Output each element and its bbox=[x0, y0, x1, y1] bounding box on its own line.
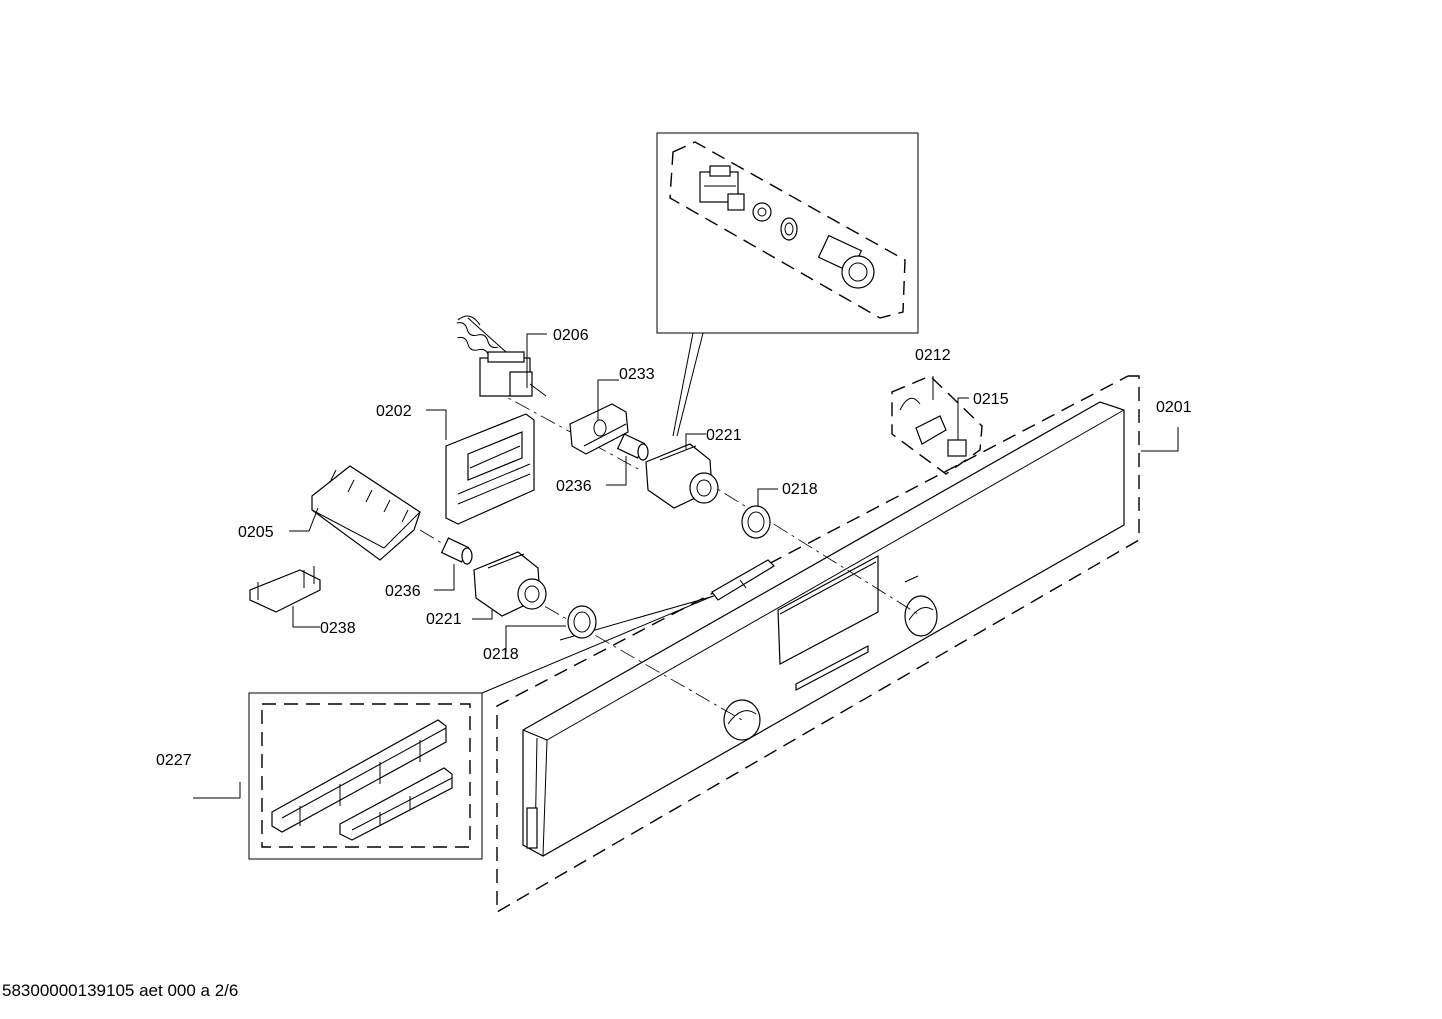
holder-part bbox=[569, 403, 629, 455]
detail-inset-touch-strip bbox=[248, 595, 714, 860]
part-labels: 0206 0233 0202 0221 0236 0218 0205 0236 … bbox=[156, 327, 1192, 769]
label-0238: 0238 bbox=[320, 620, 356, 637]
ring-lower bbox=[567, 605, 597, 639]
lamp-holder-upper bbox=[616, 433, 649, 461]
label-0201: 0201 bbox=[1156, 399, 1192, 416]
label-0233: 0233 bbox=[619, 366, 655, 383]
label-0218-upper: 0218 bbox=[782, 481, 818, 498]
label-0202: 0202 bbox=[376, 403, 412, 420]
ring-upper bbox=[741, 505, 771, 539]
detail-inset-knob bbox=[656, 132, 919, 437]
switch-upper bbox=[645, 443, 719, 509]
label-0215: 0215 bbox=[973, 391, 1009, 408]
fascia-panel bbox=[496, 375, 1140, 914]
label-0236-upper: 0236 bbox=[556, 478, 592, 495]
terminal-block-part bbox=[311, 465, 421, 561]
leader-lines bbox=[193, 333, 1179, 799]
lamp-holder-lower bbox=[440, 537, 473, 565]
document-id: 58300000139105 aet 000 a 2/6 bbox=[2, 981, 239, 1000]
label-0205: 0205 bbox=[238, 524, 274, 541]
label-0236-lower: 0236 bbox=[385, 583, 421, 600]
bracket-part bbox=[249, 566, 321, 613]
sensor-group bbox=[891, 375, 983, 475]
control-module-part bbox=[445, 413, 535, 525]
switch-lower bbox=[473, 551, 547, 617]
label-0227: 0227 bbox=[156, 752, 192, 769]
label-0206: 0206 bbox=[553, 327, 589, 344]
label-0218-lower: 0218 bbox=[483, 646, 519, 663]
connector-part bbox=[711, 559, 775, 601]
label-0212: 0212 bbox=[915, 347, 951, 364]
thermostat-part bbox=[456, 315, 547, 397]
label-0221-upper: 0221 bbox=[706, 427, 742, 444]
label-0221-lower: 0221 bbox=[426, 611, 462, 628]
